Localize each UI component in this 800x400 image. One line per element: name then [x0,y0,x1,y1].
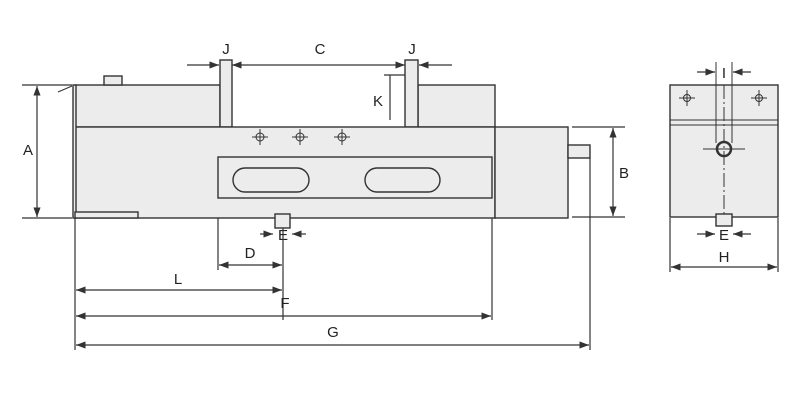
label-K: K [373,93,383,110]
key-tab [274,213,291,229]
movable-jaw-block [417,84,496,128]
label-B: B [619,165,629,182]
label-C: C [315,41,326,58]
end-view: I E H [669,62,779,272]
bottom-tab [74,211,139,219]
label-D: D [245,245,256,262]
label-L: L [174,271,182,288]
label-G: G [327,324,339,341]
dimensions-side: A C J J K B E D L F G [22,41,629,350]
jaw-plate-left [219,59,233,128]
mounting-holes [252,129,350,145]
label-F: F [280,295,289,312]
label-H: H [719,249,730,266]
label-A: A [23,142,33,159]
end-key-tab [715,213,733,227]
label-I: I [722,65,726,82]
set-screw [103,75,123,86]
label-E-end: E [719,227,729,244]
label-J-left: J [222,41,230,58]
jaw-plate-right [404,59,419,128]
end-holes [679,90,767,158]
screw-housing [494,126,569,219]
slot-right [364,167,441,193]
fixed-jaw-block [74,84,221,128]
side-view [57,59,591,229]
screw-end [567,144,591,159]
slot-left [232,167,310,193]
label-J-right: J [408,41,416,58]
